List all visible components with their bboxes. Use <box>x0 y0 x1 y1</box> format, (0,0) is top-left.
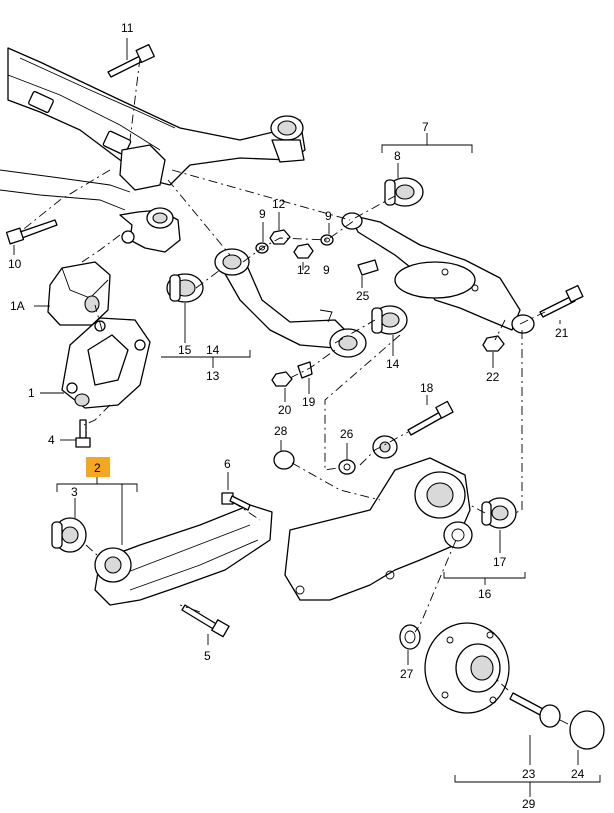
nut-12-upper <box>269 229 291 245</box>
nut-20 <box>271 371 293 387</box>
label-18: 18 <box>420 381 434 395</box>
label-9-right: 9 <box>325 209 332 223</box>
bolt-4 <box>75 419 91 448</box>
hub-bolt-23 <box>509 692 561 728</box>
label-5: 5 <box>204 649 211 663</box>
bolt-6 <box>221 492 251 511</box>
label-12-lower: 12 <box>297 263 311 277</box>
label-10: 10 <box>8 257 22 271</box>
bracket-1 <box>61 317 151 409</box>
nut-12-lower <box>293 243 314 259</box>
label-20: 20 <box>278 403 292 417</box>
nut-22 <box>482 335 505 352</box>
bushing-8 <box>384 177 424 207</box>
highlight-box <box>86 457 110 477</box>
label-15: 15 <box>178 343 192 357</box>
label-6: 6 <box>224 457 231 471</box>
label-11: 11 <box>121 21 134 35</box>
subframe-bushing <box>119 207 181 253</box>
label-3: 3 <box>71 485 78 499</box>
label-1: 1 <box>28 386 35 400</box>
wheel-hub <box>424 622 510 714</box>
label-9-left: 9 <box>259 207 266 221</box>
upper-link-13 <box>214 248 367 358</box>
label-17: 17 <box>493 555 507 569</box>
bushing-15 <box>166 273 204 303</box>
label-29: 29 <box>522 797 536 811</box>
label-25: 25 <box>356 289 370 303</box>
bolt-11 <box>107 43 155 78</box>
subframe <box>0 47 306 211</box>
label-9-right-lower: 9 <box>323 263 330 277</box>
label-22: 22 <box>486 370 500 384</box>
bushing-14-right <box>371 305 408 335</box>
label-26: 26 <box>340 427 354 441</box>
label-12-upper: 12 <box>272 197 286 211</box>
bushing-3 <box>51 517 87 553</box>
assembly-lines <box>19 57 571 726</box>
label-4: 4 <box>48 433 55 447</box>
sleeve-26 <box>372 435 398 459</box>
wheel-carrier-16 <box>284 457 473 601</box>
bolt-18 <box>407 400 454 436</box>
bushing-17 <box>481 497 517 529</box>
label-23: 23 <box>522 767 536 781</box>
part-labels: 11 7 8 9 12 9 10 12 9 25 1A 21 15 14 14 … <box>8 21 585 811</box>
label-19: 19 <box>302 395 316 409</box>
label-24: 24 <box>571 767 585 781</box>
seal-27 <box>399 624 421 650</box>
label-14-left: 14 <box>206 343 220 357</box>
spacer-28 <box>273 450 295 470</box>
label-13: 13 <box>206 369 220 383</box>
label-27: 27 <box>400 667 414 681</box>
label-7: 7 <box>422 120 429 134</box>
trailing-arm-2 <box>94 504 273 606</box>
label-21: 21 <box>555 326 569 340</box>
washer-26 <box>338 459 356 475</box>
label-14-right: 14 <box>386 357 400 371</box>
clip-19 <box>297 361 313 379</box>
label-16: 16 <box>478 587 492 601</box>
label-1a: 1A <box>10 299 25 313</box>
bolt-21 <box>539 284 584 318</box>
bracket-1a <box>47 261 111 326</box>
bolt-5 <box>181 604 230 638</box>
cap-24 <box>569 710 605 750</box>
bolt-10 <box>5 219 58 245</box>
leader-lines <box>13 38 601 797</box>
part-25 <box>357 259 379 276</box>
label-8: 8 <box>394 149 401 163</box>
label-28: 28 <box>274 424 288 438</box>
label-2: 2 <box>94 461 101 475</box>
wishbone-7 <box>341 212 535 334</box>
